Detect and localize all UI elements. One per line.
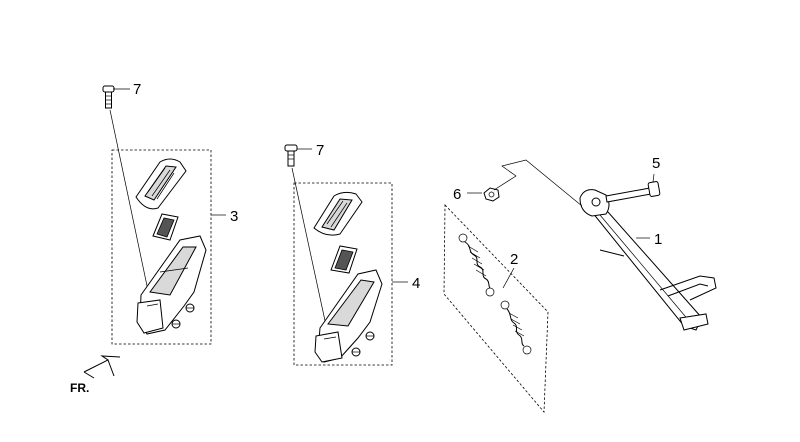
nut-6	[467, 187, 500, 202]
front-label: FR.	[70, 381, 89, 395]
callout-6: 6	[453, 186, 461, 203]
nut-bolt-assembly-line	[493, 159, 583, 207]
bolt-7-right	[284, 144, 298, 167]
pivot-bolt-5	[605, 173, 661, 203]
callout-7-right: 7	[316, 142, 324, 159]
right-small-bolt-b	[351, 347, 361, 357]
callout-2-leader	[502, 267, 515, 289]
left-footrest-body	[136, 235, 207, 335]
callout-1: 1	[654, 231, 662, 248]
middle-assembly-line	[291, 167, 328, 331]
right-footrest-body	[314, 269, 383, 363]
left-rubber-pad	[135, 158, 187, 210]
front-arrow-icon	[83, 355, 121, 377]
upper-spring	[458, 233, 495, 297]
side-stand-hook	[659, 275, 717, 301]
side-stand-foot	[679, 313, 709, 331]
right-small-bolt-a	[365, 331, 375, 341]
right-plate	[330, 245, 358, 274]
callout-3: 3	[230, 208, 238, 225]
left-small-bolt-b	[171, 319, 181, 329]
side-stand-pin	[599, 249, 625, 257]
callout-2: 2	[510, 251, 518, 268]
side-stand	[579, 189, 717, 331]
springs-group-frame	[443, 204, 549, 414]
left-plate	[152, 213, 179, 241]
front-direction-indicator: FR.	[70, 355, 121, 395]
lower-spring	[500, 300, 532, 355]
middle-group-frame	[293, 182, 393, 366]
springs-group	[443, 204, 549, 414]
callout-7-left: 7	[133, 81, 141, 98]
bolt-7-left	[102, 85, 115, 109]
left-assembly-line	[109, 109, 151, 301]
left-group-frame	[111, 149, 212, 345]
callout-5: 5	[652, 155, 660, 172]
right-footrest-group	[284, 144, 408, 366]
right-rubber-pad	[313, 191, 363, 236]
callout-4: 4	[412, 275, 420, 292]
left-small-bolt-a	[185, 303, 195, 313]
left-footrest-group	[102, 85, 226, 345]
